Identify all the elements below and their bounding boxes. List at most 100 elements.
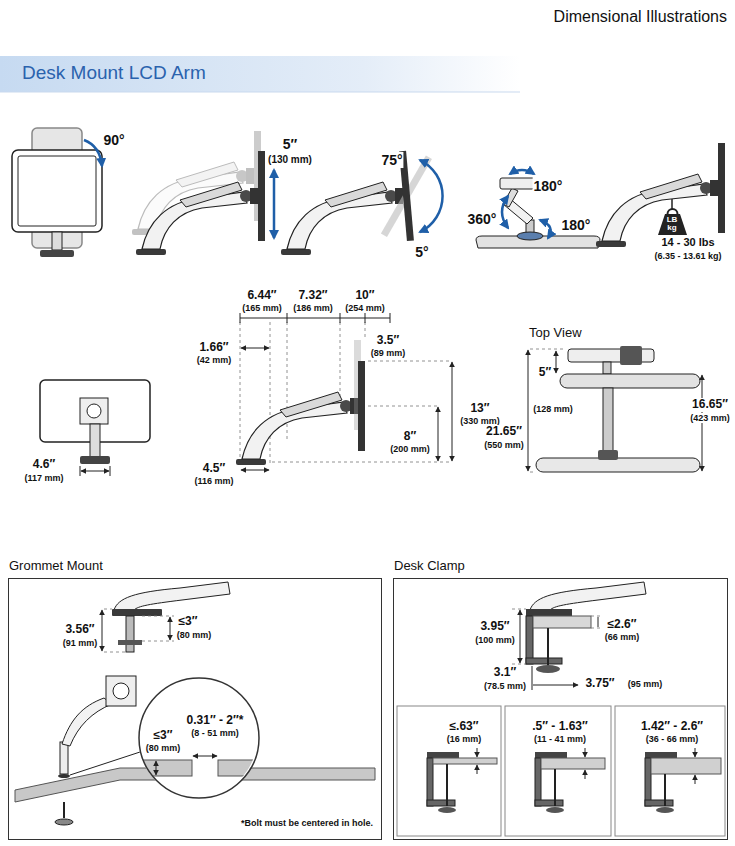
side-dimension-figure-part — [240, 322, 452, 466]
zoom-outline-circle — [139, 678, 259, 798]
top-view-figure-part-part — [530, 349, 566, 350]
height-adjust-figure-part — [273, 170, 276, 238]
dimension-label: 3.95″ — [479, 620, 510, 634]
grommet-figure-part — [112, 609, 162, 616]
zoom-circle: ≤3″(80 mm)0.31″ - 2″*(8 - 51 mm) — [138, 677, 260, 799]
dimension-label: (80 mm) — [176, 630, 213, 640]
dimension-label: .5″ - 1.63″ — [531, 720, 589, 734]
side-dimension-figure-part-part — [270, 322, 271, 466]
grommet-figure — [15, 582, 375, 825]
dimension-label: (16 mm) — [446, 734, 483, 744]
grommet-figure-part-part — [170, 617, 171, 640]
side-dimension-figure-part-part — [240, 313, 390, 323]
grommet-figure-part — [104, 609, 174, 652]
dimension-label: (66 mm) — [604, 632, 641, 642]
side-dimension-figure-part-part — [241, 348, 269, 349]
side-dimension-figure-part-part — [368, 361, 452, 362]
dimension-label: 1.42″ - 2.6″ — [640, 720, 704, 734]
swivel-figure-part — [540, 220, 551, 238]
grommet-figure-part-part — [104, 609, 112, 610]
desk-clamp-figure-part-part — [427, 758, 433, 806]
dimension-label: 5″ — [282, 136, 299, 152]
grommet-figure-part — [58, 774, 70, 778]
angle-label: 75° — [380, 152, 403, 168]
side-dimension-figure-part-part — [452, 362, 453, 461]
grommet-figure-part — [114, 582, 230, 610]
dimension-label: ≤3″ — [177, 615, 198, 629]
desk-clamp-figure-part — [397, 706, 725, 836]
desk-clamp-figure-part-part — [477, 765, 478, 774]
grommet-figure-part-part — [156, 761, 157, 775]
side-dimension-figure-part — [240, 313, 452, 470]
weight-figure-part — [718, 143, 725, 233]
dimension-label: 0.31″ - 2″* — [186, 714, 245, 728]
dimension-label: (95 mm) — [627, 679, 664, 689]
top-view-figure-part — [603, 388, 613, 458]
dimension-label: (89 mm) — [370, 348, 407, 358]
desk-clamp-figure-part-part — [533, 685, 578, 686]
desk-clamp-figure-part — [533, 616, 591, 628]
weight-label: 14 - 30 lbs — [660, 236, 715, 249]
dimension-label: (254 mm) — [344, 303, 386, 313]
dimension-label: 21.65″ — [485, 425, 523, 439]
top-view-figure-part — [603, 362, 611, 374]
angle-label: 360° — [467, 211, 498, 227]
dimension-label: 8″ — [403, 430, 417, 444]
dimension-label: 4.5″ — [202, 462, 226, 476]
weight-body — [658, 214, 687, 235]
desk-clamp-figure-part-part — [554, 769, 556, 806]
page-header: Dimensional Illustrations — [553, 8, 728, 26]
desk-clamp-figure-part-part — [512, 664, 526, 665]
dimension-label: (130 mm) — [267, 154, 313, 166]
side-dimension-figure-part-part — [365, 322, 366, 340]
desk-clamp-figure-part — [512, 609, 602, 664]
dimension-label: (550 mm) — [483, 440, 525, 450]
desk-clamp-figure-part-part — [585, 770, 586, 779]
front-view-figure-part — [81, 471, 109, 472]
dimension-label: 3.5″ — [376, 334, 400, 348]
dimension-label: (128 mm) — [532, 404, 574, 414]
dimension-label: 4.6″ — [32, 458, 56, 472]
desk-clamp-figure-part-part — [598, 617, 599, 627]
top-view-figure-part — [536, 458, 700, 472]
title-bar — [0, 56, 520, 92]
desk-clamp-figure-part — [526, 658, 562, 664]
side-dimension-figure-part — [236, 392, 358, 465]
desk-clamp-figure — [397, 582, 725, 836]
desk-clamp-figure-part-part — [397, 706, 501, 836]
grommet-figure-part — [62, 698, 112, 746]
swivel-figure-part — [500, 178, 534, 189]
grommet-figure-part-part — [142, 616, 174, 617]
dimension-label: ≤3″ — [152, 729, 173, 743]
desk-clamp-figure-part-part — [438, 807, 456, 813]
dimension-label: 3.1″ — [493, 666, 517, 680]
tilt-figure — [281, 151, 443, 255]
title-bar-part — [0, 56, 520, 92]
dimension-label: 3.56″ — [64, 623, 95, 637]
dimension-label: (36 - 66 mm) — [645, 734, 700, 744]
dimension-label: 6.44″ — [246, 289, 277, 303]
desk-clamp-figure-part-part — [433, 758, 497, 764]
desk-clamp-figure-part-part — [645, 752, 677, 758]
desk-clamp-figure-part — [536, 665, 560, 673]
height-adjust-figure — [132, 131, 274, 255]
tilt-figure-part — [420, 160, 443, 232]
desk-clamp-figure-part-part — [695, 748, 696, 757]
front-view-figure-part — [80, 466, 81, 476]
side-dimension-figure-part-part — [240, 322, 241, 466]
swivel-figure-part — [502, 196, 508, 228]
dimension-label: (8 - 51 mm) — [190, 728, 240, 738]
dimension-label: (78.5 mm) — [483, 681, 527, 691]
mount-panel: Grommet Mount≤3″(80 mm)0.31″ - 2″*(8 - 5… — [8, 578, 382, 840]
desk-clamp-figure-part-part — [585, 748, 586, 757]
angle-label: 180° — [561, 217, 592, 233]
dimension-label: (91 mm) — [62, 638, 99, 648]
grommet-figure-part — [55, 819, 73, 825]
desk-clamp-figure-part-part — [532, 666, 533, 690]
desk-clamp-figure-part-part — [446, 764, 448, 806]
grommet-figure-part — [118, 640, 142, 645]
rotate-monitor-figure-part — [52, 232, 62, 250]
weight-label: (6.35 - 13.61 kg) — [653, 251, 722, 261]
weight-handle — [667, 209, 677, 214]
